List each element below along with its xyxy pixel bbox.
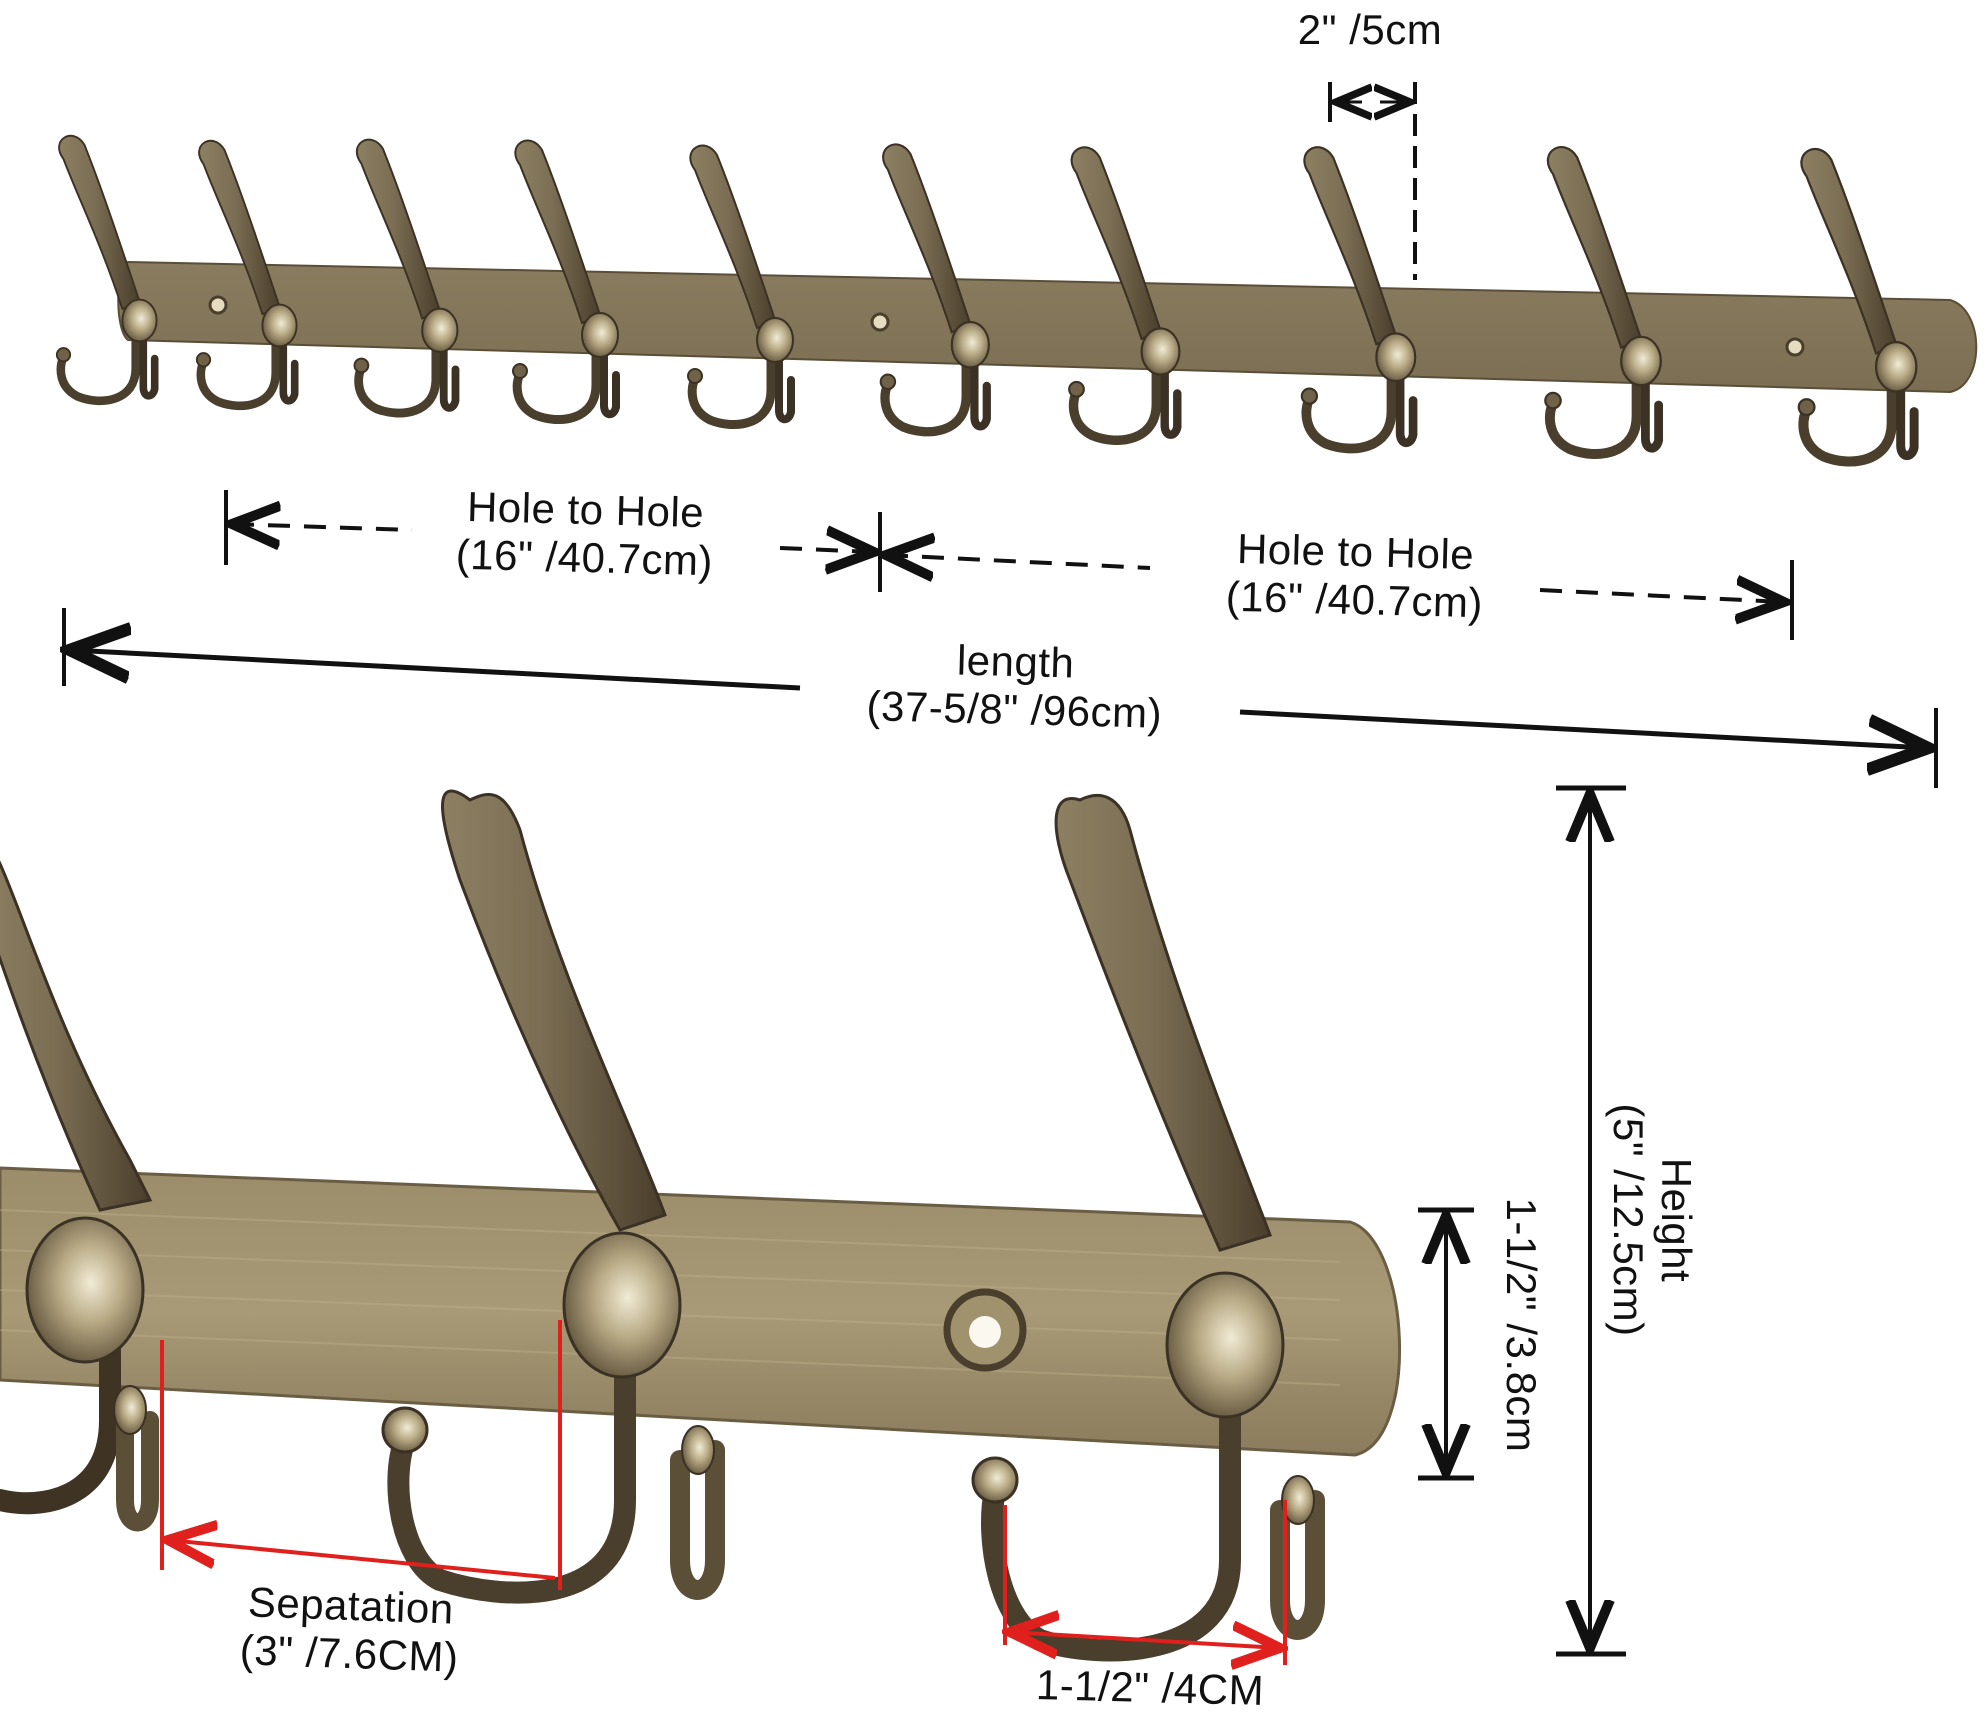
top-rail-group: [57, 136, 1978, 462]
detail-rail-group: [0, 789, 1402, 1662]
height-title: Height: [1653, 1157, 1700, 1283]
height-dimension: [1556, 785, 1626, 1657]
hole-to-hole-right-label: Hole to Hole (16" /40.7cm): [1184, 524, 1526, 629]
top-mounting-holes: [208, 295, 1805, 357]
height-label: Height (5" /12.5cm): [1600, 1050, 1700, 1390]
hook-gap-dimension: [1328, 82, 1417, 280]
hole-to-hole-left-value: (16" /40.7cm): [455, 530, 714, 585]
rail-height-label: 1-1/2" /3.8cm: [1498, 1197, 1545, 1453]
detail-hook-2: [381, 789, 725, 1604]
rail-height-dimension: [1418, 1207, 1474, 1481]
hook-depth-markers: [1005, 1500, 1285, 1665]
detail-mounting-hole: [943, 1288, 1027, 1372]
hole-to-hole-right-value: (16" /40.7cm): [1225, 572, 1484, 627]
hook-depth-label: 1-1/2" /4CM: [1035, 1661, 1265, 1714]
detail-rail: [0, 1166, 1402, 1457]
hole-to-hole-left-label: Hole to Hole (16" /40.7cm): [414, 482, 756, 587]
hole-to-hole-dimensions: [226, 490, 1794, 640]
detail-hook-1: [0, 860, 159, 1532]
length-label: length (37-5/8" /96cm): [814, 633, 1216, 739]
height-value: (5" /12.5cm): [1605, 1103, 1652, 1337]
length-dimension: [64, 608, 1936, 788]
top-rail: [117, 260, 1978, 394]
separation-label: Sepatation (3" /7.6CM): [188, 1576, 511, 1683]
separation-markers: [162, 1320, 562, 1590]
hook-gap-label: 2" /5cm: [1297, 6, 1443, 53]
